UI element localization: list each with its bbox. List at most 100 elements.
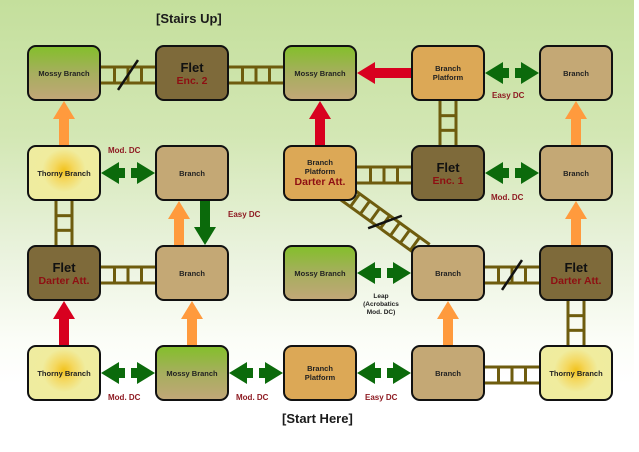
node-label: Branch Platform [304, 364, 336, 382]
jump-arrow-head [485, 162, 509, 184]
broken-ladder-mark [500, 259, 524, 291]
node-label: Thorny Branch [549, 368, 603, 378]
forced-move-arrow [357, 62, 411, 84]
node-label: Branch [435, 268, 461, 278]
node-branch[interactable]: Branch [155, 245, 229, 301]
climb-arrow [168, 201, 190, 245]
node-label: Flet [52, 259, 76, 275]
node-label: Flet [436, 159, 460, 175]
node-label: Branch [563, 68, 589, 78]
start-here-label: [Start Here] [282, 411, 353, 426]
node-branch[interactable]: Branch [539, 145, 613, 201]
node-label: Mossy Branch [294, 68, 346, 78]
broken-ladder-mark [116, 59, 140, 91]
ladder [357, 165, 411, 185]
node-branch-platform[interactable]: Branch Platform [283, 345, 357, 401]
node-branch-platform[interactable]: Branch Platform [411, 45, 485, 101]
ladder-rung [369, 207, 381, 223]
ladder [101, 265, 155, 285]
node-label: Mossy Branch [166, 368, 218, 378]
node-mossy-branch[interactable]: Mossy Branch [283, 245, 357, 301]
node-label: Mossy Branch [38, 68, 90, 78]
ladder-rung [359, 200, 371, 215]
ladder [101, 59, 155, 91]
broken-ladder-mark [367, 214, 403, 230]
ladder [566, 301, 586, 345]
node-branch[interactable]: Branch [411, 245, 485, 301]
ladder [54, 201, 74, 245]
node-label: Thorny Branch [37, 368, 91, 378]
caption-easy-dc: Easy DC [228, 210, 261, 219]
node-label: Branch [563, 168, 589, 178]
jump-arrow-head [387, 362, 411, 384]
jump-arrow-head [131, 162, 155, 184]
node-label: Flet [180, 59, 204, 75]
caption-leap-line: Mod. DC) [366, 309, 396, 316]
node-sublabel: Darter Att. [550, 274, 602, 287]
node-label: Branch Platform [432, 64, 464, 82]
node-mossy-branch[interactable]: Mossy Branch [155, 345, 229, 401]
ladder-rung [349, 192, 361, 208]
caption-leap-line: Leap [373, 293, 389, 300]
climb-arrow [181, 301, 203, 345]
climb-arrow [53, 101, 75, 145]
jump-arrow-head [101, 362, 125, 384]
caption-easy-dc: Easy DC [492, 91, 525, 100]
node-label: Branch [179, 168, 205, 178]
jump-arrow-head [515, 62, 539, 84]
node-thorny-branch[interactable]: Thorny Branch [27, 345, 101, 401]
jump-arrow-head [259, 362, 283, 384]
climb-arrow [437, 301, 459, 345]
jump-arrow-head [357, 262, 381, 284]
node-sublabel: Enc. 2 [176, 74, 208, 87]
forced-move-arrow [309, 101, 331, 145]
ladder-rail [339, 198, 422, 259]
node-mossy-branch[interactable]: Mossy Branch [283, 45, 357, 101]
caption-easy-dc: Easy DC [365, 393, 398, 402]
node-sublabel: Darter Att. [294, 176, 346, 188]
jump-down-arrow [194, 201, 216, 245]
ladder [485, 365, 539, 385]
caption-mod-dc: Mod. DC [491, 193, 524, 202]
ladder [339, 185, 431, 259]
jump-arrow-head [101, 162, 125, 184]
ladder [485, 259, 539, 291]
node-label: Mossy Branch [294, 268, 346, 278]
caption-mod-dc: Mod. DC [108, 146, 141, 155]
node-label: Branch [179, 268, 205, 278]
ladder-rung [389, 221, 401, 237]
climb-arrow [565, 201, 587, 245]
stairs-up-label: [Stairs Up] [156, 11, 222, 26]
node-sublabel: Darter Att. [38, 274, 90, 287]
jump-arrow-head [485, 62, 509, 84]
forced-move-arrow [53, 301, 75, 345]
caption-mod-dc: Mod. DC [108, 393, 141, 402]
caption-leap: Leap (Acrobatics Mod. DC) [358, 293, 404, 317]
node-label: Branch [435, 368, 461, 378]
node-mossy-branch[interactable]: Mossy Branch [27, 45, 101, 101]
jump-arrow-head [357, 362, 381, 384]
node-label: Thorny Branch [37, 168, 91, 178]
node-thorny-branch[interactable]: Thorny Branch [27, 145, 101, 201]
jump-arrow-head [515, 162, 539, 184]
jump-arrow-head [131, 362, 155, 384]
node-branch[interactable]: Branch [539, 45, 613, 101]
jump-arrow-head [387, 262, 411, 284]
node-label: Branch Platform [304, 158, 336, 176]
ladder [229, 65, 283, 85]
node-branch[interactable]: Branch [155, 145, 229, 201]
ladder-rung [399, 229, 411, 244]
caption-mod-dc: Mod. DC [236, 393, 269, 402]
climb-arrow [565, 101, 587, 145]
node-thorny-branch[interactable]: Thorny Branch [539, 345, 613, 401]
node-branch[interactable]: Branch [411, 345, 485, 401]
jump-arrow-head [229, 362, 253, 384]
node-label: Flet [564, 259, 588, 275]
caption-leap-line: (Acrobatics [363, 301, 399, 308]
